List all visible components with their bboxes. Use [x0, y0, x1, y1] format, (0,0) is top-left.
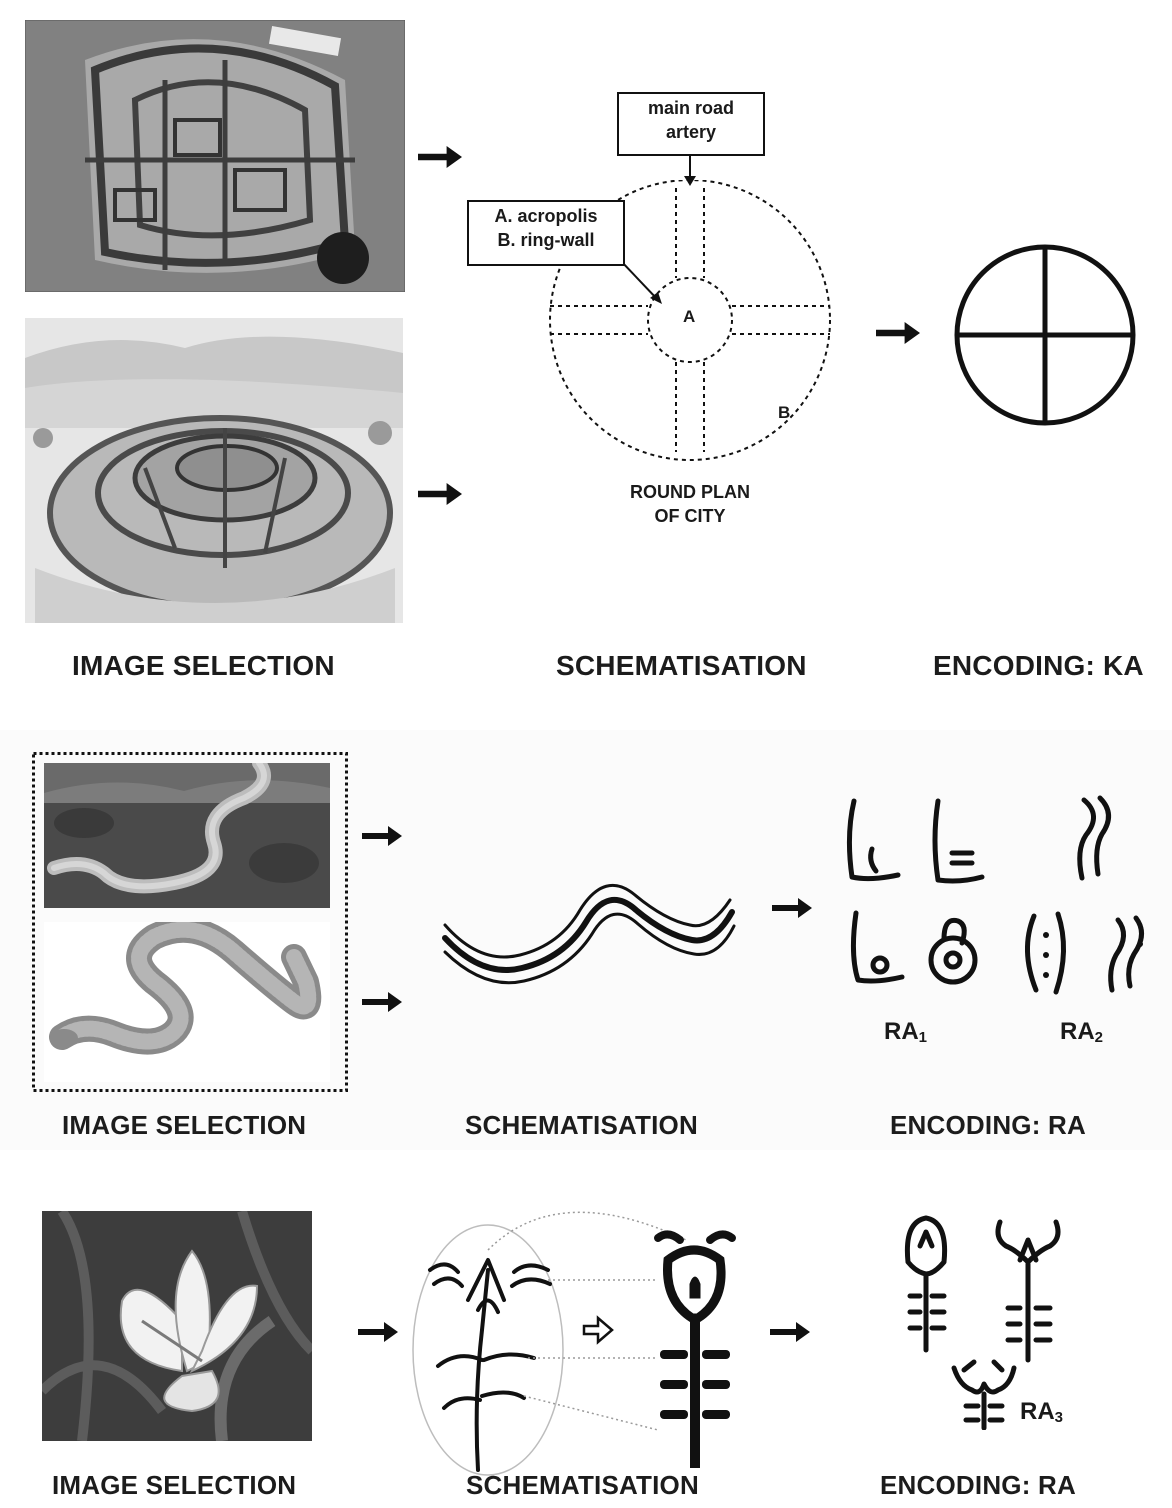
- ra1-glyphs: [840, 795, 1000, 1005]
- caption-encoding: ENCODING: RA: [890, 1110, 1086, 1141]
- ra3-subscript: 3: [1055, 1409, 1063, 1426]
- caption-schematisation: SCHEMATISATION: [556, 650, 807, 682]
- plan-caption: ROUND PLAN OF CITY: [590, 480, 790, 528]
- ra2-glyphs: [1012, 790, 1162, 1005]
- arrow-right-icon: [358, 1322, 398, 1342]
- wave-schematic: [440, 860, 740, 990]
- caption-encoding: ENCODING: RA: [880, 1470, 1076, 1501]
- panel-river-encoding: RA1 RA2 IMAGE SELECTION SCHEMATISATION E…: [0, 730, 1172, 1150]
- caption-encoding: ENCODING: KA: [933, 650, 1144, 682]
- caption-schematisation: SCHEMATISATION: [466, 1470, 699, 1501]
- ra1-subscript: 1: [919, 1029, 927, 1046]
- panel-flower-encoding: RA3 IMAGE SELECTION SCHEMATISATION ENCOD…: [0, 1180, 1172, 1508]
- flower-schematic: [408, 1200, 743, 1490]
- caption-image-selection: IMAGE SELECTION: [72, 650, 335, 682]
- arrow-right-icon: [418, 146, 462, 168]
- arrow-right-icon: [770, 1322, 810, 1342]
- crocus-flower-photo: [42, 1211, 312, 1441]
- ra3-label: RA3: [1020, 1398, 1063, 1426]
- ra2-subscript: 2: [1095, 1029, 1103, 1046]
- ra2-label: RA2: [1060, 1018, 1103, 1046]
- ra1-text: RA: [884, 1018, 919, 1045]
- ka-glyph: [950, 240, 1140, 430]
- callout-line: artery: [619, 120, 763, 144]
- caption-schematisation: SCHEMATISATION: [465, 1110, 698, 1141]
- panel-ka-encoding: main road artery A. acropolis B. ring-wa…: [0, 0, 1172, 700]
- caption-image-selection: IMAGE SELECTION: [62, 1110, 306, 1141]
- ra1-label: RA1: [884, 1018, 927, 1046]
- label-acropolis: A: [683, 307, 695, 327]
- label-ring-wall: B: [778, 403, 790, 423]
- hollow-arrow-right-icon: [584, 1318, 612, 1342]
- callout-line: main road: [619, 96, 763, 120]
- callout-acropolis-ringwall: A. acropolis B. ring-wall: [467, 200, 625, 266]
- ra3-glyphs: [890, 1200, 1100, 1430]
- ruins-aerial-photo: [25, 20, 405, 292]
- plan-caption-line: OF CITY: [590, 504, 790, 528]
- arrow-right-icon: [772, 898, 812, 918]
- ra3-text: RA: [1020, 1398, 1055, 1425]
- arrow-right-icon: [876, 322, 920, 344]
- arrow-right-icon: [362, 992, 402, 1012]
- callout-line: B. ring-wall: [469, 228, 623, 252]
- arrow-right-icon: [418, 483, 462, 505]
- river-aerial-photo: [44, 763, 330, 908]
- round-city-illustration: [25, 318, 403, 623]
- callout-line: A. acropolis: [469, 204, 623, 228]
- arrow-right-icon: [362, 826, 402, 846]
- ra2-text: RA: [1060, 1018, 1095, 1045]
- plan-caption-line: ROUND PLAN: [590, 480, 790, 504]
- snake-image: [44, 922, 330, 1082]
- caption-image-selection: IMAGE SELECTION: [52, 1470, 296, 1501]
- callout-main-road: main road artery: [617, 92, 765, 156]
